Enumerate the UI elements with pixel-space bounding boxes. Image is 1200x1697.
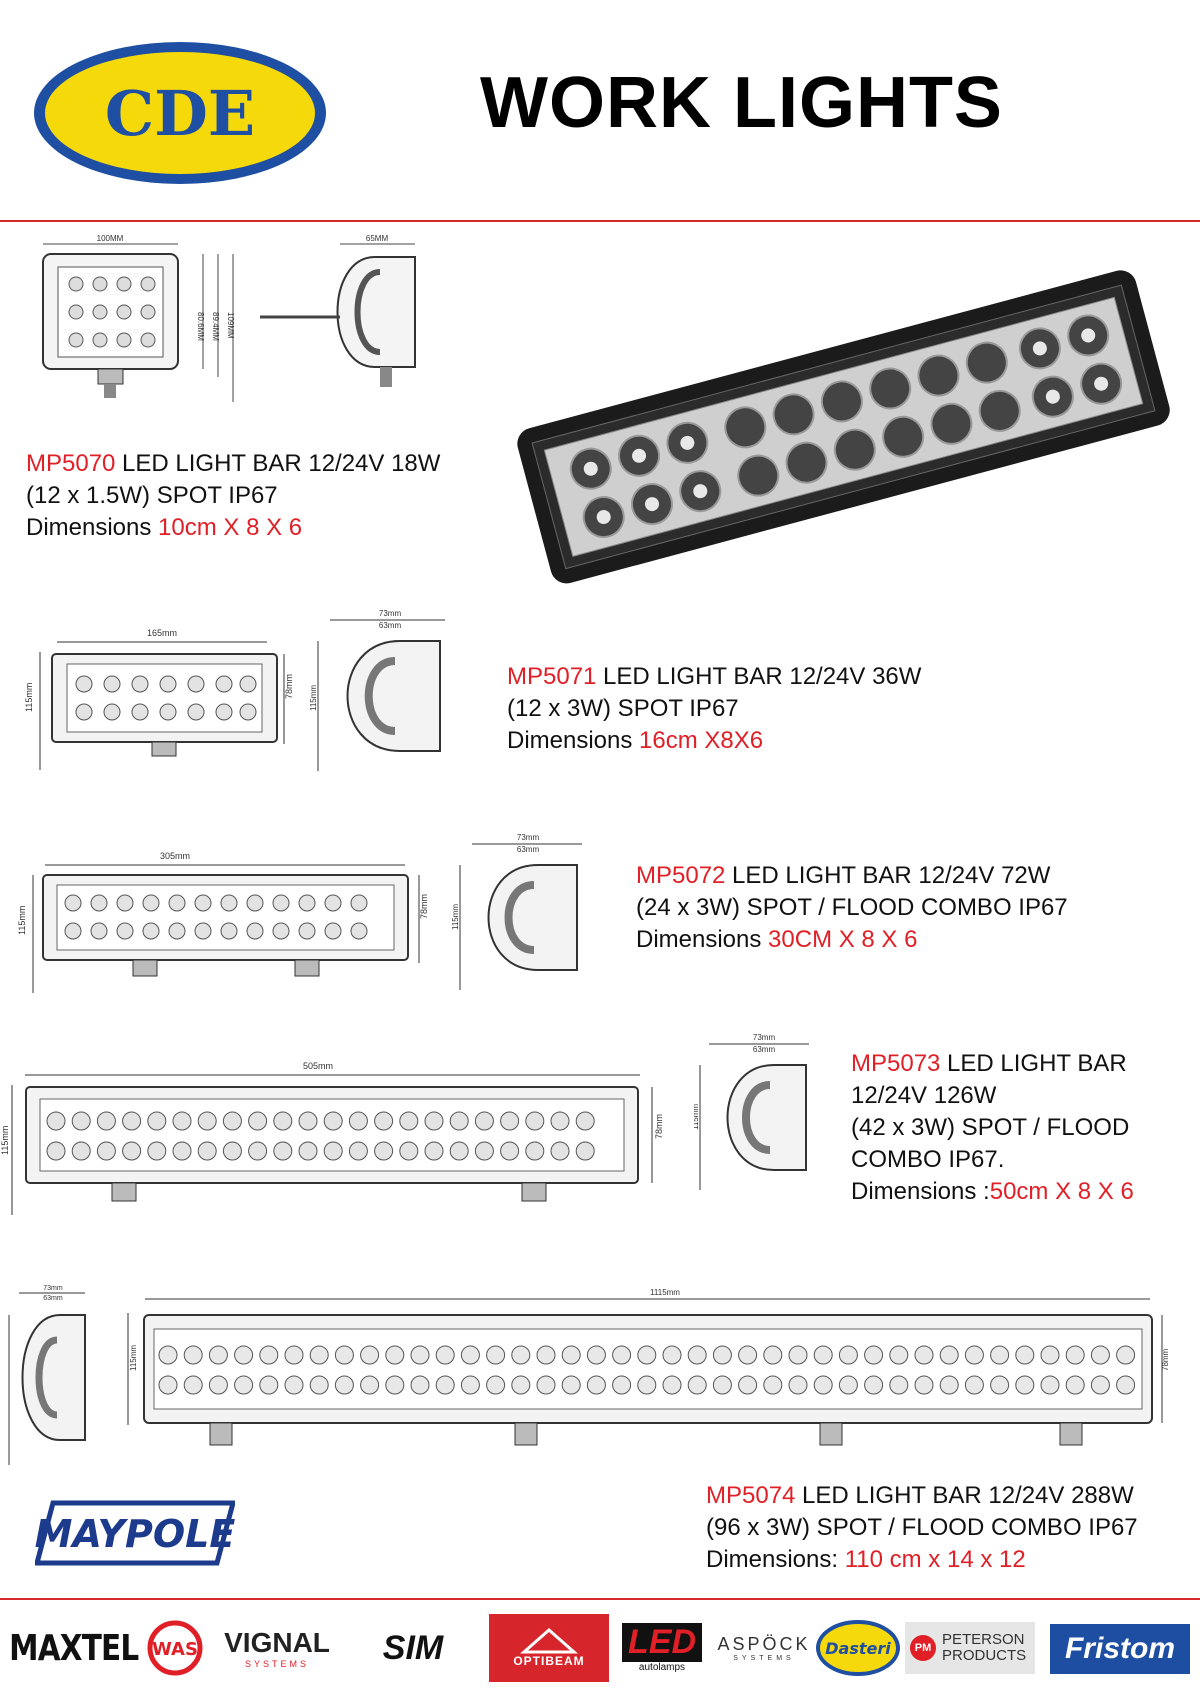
product-dimensions: 50cm X 8 X 6 — [989, 1178, 1134, 1205]
cde-logo: CDE — [30, 38, 330, 188]
brand-logo-aspock: ASPÖCK SYSTEMS — [717, 1634, 811, 1662]
mp5073-side-drawing: 73mm 63mm 115mm — [691, 1030, 814, 1205]
product-dimensions: 10cm X 8 X 6 — [158, 514, 303, 541]
maypole-logo: MAYPOLE — [33, 1497, 237, 1569]
svg-text:78mm: 78mm — [1161, 1348, 1170, 1371]
peterson-mark-icon: PM — [910, 1635, 936, 1661]
svg-text:73mm: 73mm — [753, 1033, 776, 1042]
svg-text:115mm: 115mm — [24, 683, 34, 712]
svg-text:305mm: 305mm — [160, 851, 190, 861]
svg-text:1115mm: 1115mm — [650, 1288, 680, 1297]
mp5071-front-drawing: 165mm 115mm 78mm — [22, 622, 297, 782]
svg-text:505mm: 505mm — [303, 1061, 333, 1071]
svg-text:165mm: 165mm — [147, 628, 177, 638]
led-light-bar-photo — [495, 238, 1185, 628]
mp5070-description: MP5070 LED LIGHT BAR 12/24V 18W (12 x 1.… — [26, 450, 441, 541]
mp5072-side-drawing: 73mm 63mm 115mm — [451, 830, 587, 1005]
mp5072-front-drawing: 305mm 115mm 78mm — [15, 845, 430, 1005]
page-title: WORK LIGHTS — [480, 63, 1003, 143]
svg-text:73mm: 73mm — [517, 833, 540, 842]
mp5070-front-drawing: 100MM 80.6MM 89.4MM 109MM — [28, 232, 238, 412]
brand-logo-vignal: VIGNAL SYSTEMS — [224, 1627, 330, 1669]
svg-text:78mm: 78mm — [284, 674, 294, 699]
svg-text:115mm: 115mm — [0, 1126, 10, 1155]
brand-logo-dasteri: Dasteri — [815, 1612, 900, 1684]
svg-text:63mm: 63mm — [517, 845, 540, 854]
mp5074-side-drawing: 73mm 63mm — [5, 1280, 90, 1475]
svg-text:63mm: 63mm — [379, 621, 402, 630]
svg-text:73mm: 73mm — [379, 609, 402, 618]
brand-logo-optibeam: OPTIBEAM — [489, 1614, 609, 1682]
brand-logo-peterson: PM PETERSON PRODUCTS — [905, 1622, 1035, 1674]
product-code: MP5074 — [706, 1482, 796, 1509]
svg-text:73mm: 73mm — [43, 1285, 63, 1292]
svg-text:78mm: 78mm — [419, 894, 429, 919]
product-code: MP5070 — [26, 450, 116, 477]
svg-text:115mm: 115mm — [310, 685, 318, 711]
svg-text:89.4MM: 89.4MM — [211, 312, 220, 341]
mp5072-description: MP5072 LED LIGHT BAR 12/24V 72W (24 x 3W… — [636, 862, 1068, 953]
mp5071-description: MP5071 LED LIGHT BAR 12/24V 36W (12 x 3W… — [507, 663, 922, 754]
product-code: MP5071 — [507, 663, 597, 690]
brand-logo-fristom: Fristom — [1050, 1624, 1190, 1674]
cde-logo-text: CDE — [105, 77, 255, 150]
mp5074-front-drawing: 1115mm 115mm 78mm — [120, 1285, 1170, 1465]
brand-logo-maxtel: MAXTEL — [9, 1627, 139, 1669]
product-code: MP5072 — [636, 862, 726, 889]
svg-text:109MM: 109MM — [226, 312, 235, 339]
mp5074-description: MP5074 LED LIGHT BAR 12/24V 288W (96 x 3… — [706, 1482, 1138, 1573]
svg-text:115mm: 115mm — [694, 1104, 700, 1130]
product-code: MP5073 — [851, 1050, 941, 1077]
header-divider — [0, 220, 1200, 222]
svg-text:100MM: 100MM — [97, 234, 124, 243]
svg-text:115mm: 115mm — [452, 904, 460, 930]
product-dimensions: 16cm X8X6 — [639, 727, 764, 754]
svg-text:80.6MM: 80.6MM — [196, 312, 205, 341]
mp5073-front-drawing: 505mm 115mm 78mm — [0, 1055, 670, 1230]
svg-text:Dasteri: Dasteri — [825, 1639, 891, 1658]
svg-text:63mm: 63mm — [753, 1045, 776, 1054]
mp5073-description: MP5073 LED LIGHT BAR 12/24V 126W (42 x 3… — [851, 1050, 1134, 1205]
brand-logo-sim: SIM — [382, 1628, 444, 1667]
product-dimensions: 110 cm x 14 x 12 — [844, 1546, 1026, 1573]
svg-text:MAYPOLE: MAYPOLE — [35, 1512, 235, 1556]
mp5071-side-drawing: 73mm 63mm 115mm — [309, 606, 450, 786]
brand-logo-was: WAS — [145, 1612, 205, 1684]
svg-text:115mm: 115mm — [129, 1345, 138, 1371]
svg-text:115mm: 115mm — [17, 906, 27, 935]
mp5070-side-drawing: 65MM — [255, 232, 430, 412]
product-dimensions: 30CM X 8 X 6 — [768, 926, 918, 953]
svg-text:63mm: 63mm — [43, 1295, 63, 1302]
svg-text:65MM: 65MM — [366, 234, 389, 243]
brand-logo-led-autolamps: LED autolamps — [622, 1612, 702, 1684]
svg-text:WAS: WAS — [152, 1639, 198, 1660]
footer-divider — [0, 1598, 1200, 1600]
svg-text:78mm: 78mm — [654, 1114, 664, 1139]
